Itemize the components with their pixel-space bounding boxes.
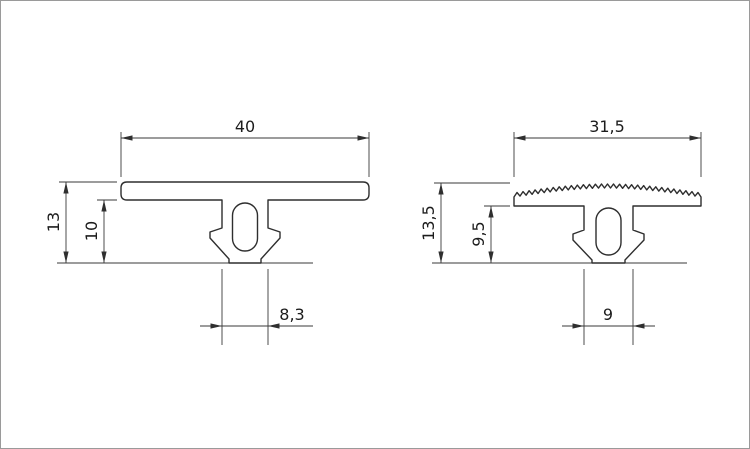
left-profile-screw-channel <box>231 202 259 252</box>
left-extension-lines <box>57 132 370 345</box>
right-total-height-label: 13,5 <box>419 205 438 241</box>
right-extension-lines <box>432 132 702 345</box>
left-total-height-label: 13 <box>44 212 63 232</box>
right-stem-height-label: 9,5 <box>469 221 488 246</box>
right-profile-view: 31,5 13,5 9,5 9 <box>419 117 702 345</box>
right-stem-width-label: 9 <box>603 305 613 324</box>
left-stem-height-label: 10 <box>82 221 101 241</box>
right-top-width-label: 31,5 <box>589 117 625 136</box>
right-dimension-lines <box>438 135 701 329</box>
left-dimension-lines <box>63 135 369 329</box>
left-profile-view: 40 13 10 8,3 <box>44 117 370 345</box>
right-profile-screw-channel <box>595 207 622 256</box>
left-stem-width-label: 8,3 <box>279 305 304 324</box>
left-top-width-label: 40 <box>235 117 255 136</box>
